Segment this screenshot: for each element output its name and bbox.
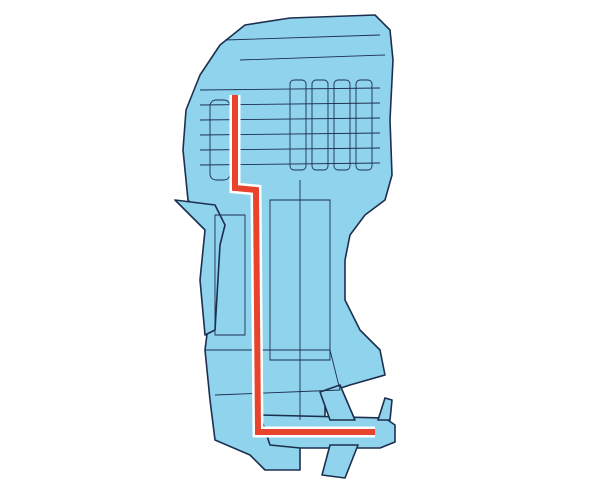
cylinder (333, 79, 351, 171)
exhaust-path (232, 95, 375, 435)
swivel-bracket (214, 214, 246, 336)
cylinder (311, 79, 329, 171)
motor-body (174, 14, 396, 479)
cylinder (355, 79, 373, 171)
cowl-line (224, 34, 386, 61)
propeller (319, 384, 393, 479)
cylinder (289, 79, 307, 171)
engine-line (199, 87, 381, 91)
anti-ventilation-plate (205, 349, 341, 396)
internal-components (199, 34, 386, 420)
